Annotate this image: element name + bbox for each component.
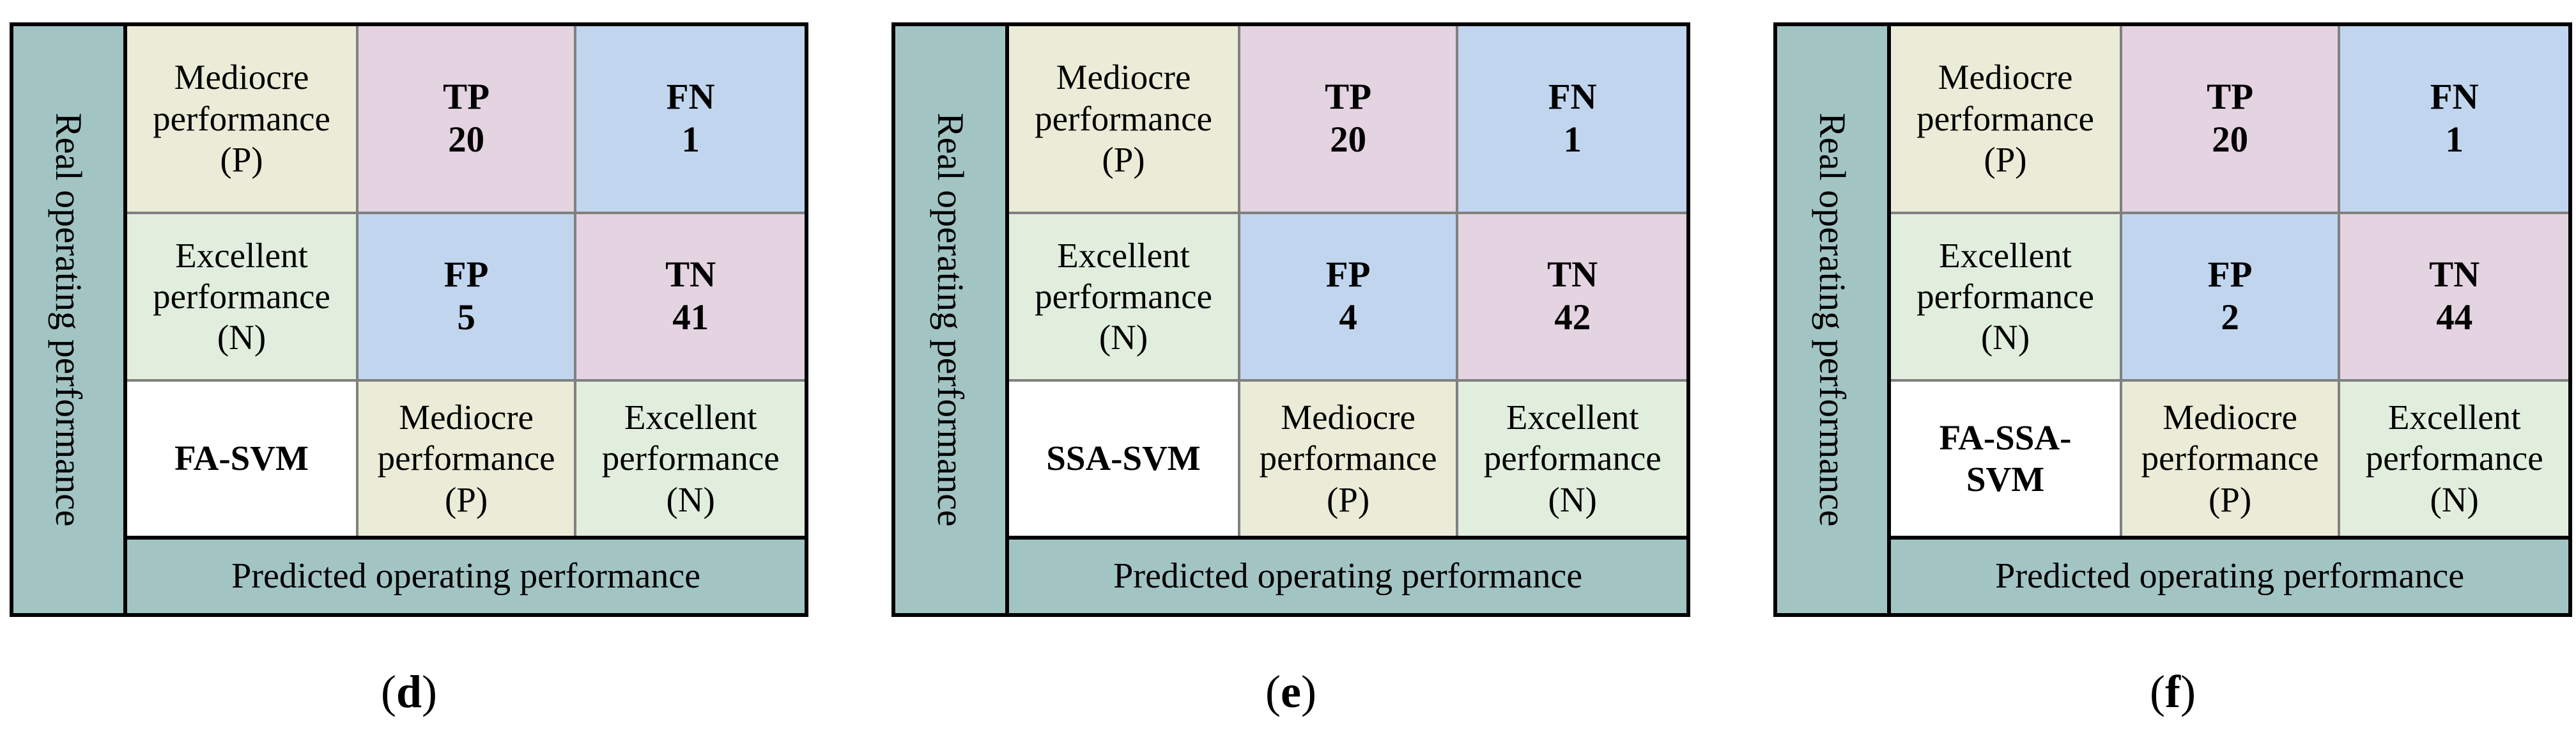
cell-model-name: FA-SSA- SVM: [1891, 382, 2122, 536]
fn-value: 1: [2445, 119, 2464, 160]
caption-open-paren: (: [380, 666, 396, 717]
cell-predicted-positive-label: Mediocre performance (P): [2122, 382, 2341, 536]
cell-tp: TP 20: [358, 26, 577, 214]
tn-value: 44: [2436, 297, 2473, 338]
tn-abbr: TN: [2429, 254, 2480, 295]
tn-value: 41: [672, 297, 709, 338]
cell-actual-negative-label: Excellent performance (N): [1009, 214, 1240, 382]
real-axis-band: Real operating performance: [1777, 26, 1892, 613]
confusion-matrix-table-d: Real operating performance Mediocre perf…: [10, 22, 808, 617]
confusion-matrix-figure-d: Real operating performance Mediocre perf…: [10, 22, 808, 717]
tn-value: 42: [1554, 297, 1591, 338]
fp-value: 5: [457, 297, 475, 338]
fp-abbr: FP: [2207, 254, 2253, 295]
real-axis-label: Real operating performance: [1812, 113, 1854, 527]
cell-predicted-positive-label: Mediocre performance (P): [1240, 382, 1459, 536]
fn-abbr: FN: [2430, 77, 2479, 118]
cell-fp: FP 2: [2122, 214, 2341, 382]
fp-value: 2: [2221, 297, 2239, 338]
cell-tn: TN 44: [2340, 214, 2568, 382]
figure-caption-e: (e): [891, 666, 1690, 717]
tp-value: 20: [1330, 119, 1367, 160]
real-axis-band: Real operating performance: [895, 26, 1010, 613]
fn-abbr: FN: [666, 77, 715, 118]
caption-letter: e: [1281, 666, 1301, 717]
caption-open-paren: (: [2150, 666, 2165, 717]
cell-actual-positive-label: Mediocre performance (P): [1891, 26, 2122, 214]
tp-abbr: TP: [2207, 77, 2254, 118]
caption-close-paren: ): [422, 666, 437, 717]
figure-caption-f: (f): [1773, 666, 2572, 717]
cell-predicted-positive-label: Mediocre performance (P): [358, 382, 577, 536]
cell-fn: FN 1: [1458, 26, 1686, 214]
tp-abbr: TP: [443, 77, 490, 118]
confusion-matrix-figure-e: Real operating performance Mediocre perf…: [891, 22, 1690, 717]
predicted-axis-band: Predicted operating performance: [127, 535, 805, 613]
fn-abbr: FN: [1548, 77, 1597, 118]
cell-fp: FP 5: [358, 214, 577, 382]
cell-actual-positive-label: Mediocre performance (P): [1009, 26, 1240, 214]
cell-predicted-negative-label: Excellent performance (N): [2340, 382, 2568, 536]
cell-predicted-negative-label: Excellent performance (N): [576, 382, 805, 536]
cell-tp: TP 20: [1240, 26, 1459, 214]
confusion-matrix-table-f: Real operating performance Mediocre perf…: [1773, 22, 2572, 617]
predicted-axis-label: Predicted operating performance: [1995, 556, 2465, 596]
cell-predicted-negative-label: Excellent performance (N): [1458, 382, 1686, 536]
tp-abbr: TP: [1325, 77, 1372, 118]
predicted-axis-band: Predicted operating performance: [1891, 535, 2568, 613]
caption-close-paren: ): [2180, 666, 2196, 717]
confusion-matrix-figure-row: Real operating performance Mediocre perf…: [10, 22, 2572, 717]
cell-actual-negative-label: Excellent performance (N): [127, 214, 359, 382]
cell-fn: FN 1: [576, 26, 805, 214]
fn-value: 1: [681, 119, 700, 160]
confusion-matrix-table-e: Real operating performance Mediocre perf…: [891, 22, 1690, 617]
predicted-axis-label: Predicted operating performance: [1113, 556, 1583, 596]
cell-tp: TP 20: [2122, 26, 2341, 214]
fp-abbr: FP: [443, 254, 489, 295]
real-axis-band: Real operating performance: [13, 26, 128, 613]
cell-model-name: FA-SVM: [127, 382, 359, 536]
tn-abbr: TN: [665, 254, 716, 295]
cell-fn: FN 1: [2340, 26, 2568, 214]
confusion-matrix-figure-f: Real operating performance Mediocre perf…: [1773, 22, 2572, 717]
cell-tn: TN 42: [1458, 214, 1686, 382]
tp-value: 20: [448, 119, 485, 160]
predicted-axis-label: Predicted operating performance: [231, 556, 701, 596]
caption-open-paren: (: [1265, 666, 1281, 717]
fn-value: 1: [1563, 119, 1582, 160]
real-axis-label: Real operating performance: [930, 113, 972, 527]
caption-letter: f: [2165, 666, 2180, 717]
predicted-axis-band: Predicted operating performance: [1009, 535, 1686, 613]
tn-abbr: TN: [1547, 254, 1598, 295]
tp-value: 20: [2212, 119, 2249, 160]
caption-close-paren: ): [1300, 666, 1316, 717]
real-axis-label: Real operating performance: [48, 113, 90, 527]
cell-actual-positive-label: Mediocre performance (P): [127, 26, 359, 214]
cell-tn: TN 41: [576, 214, 805, 382]
figure-caption-d: (d): [10, 666, 808, 717]
fp-value: 4: [1339, 297, 1357, 338]
fp-abbr: FP: [1325, 254, 1371, 295]
cell-actual-negative-label: Excellent performance (N): [1891, 214, 2122, 382]
caption-letter: d: [396, 666, 422, 717]
cell-fp: FP 4: [1240, 214, 1459, 382]
cell-model-name: SSA-SVM: [1009, 382, 1240, 536]
